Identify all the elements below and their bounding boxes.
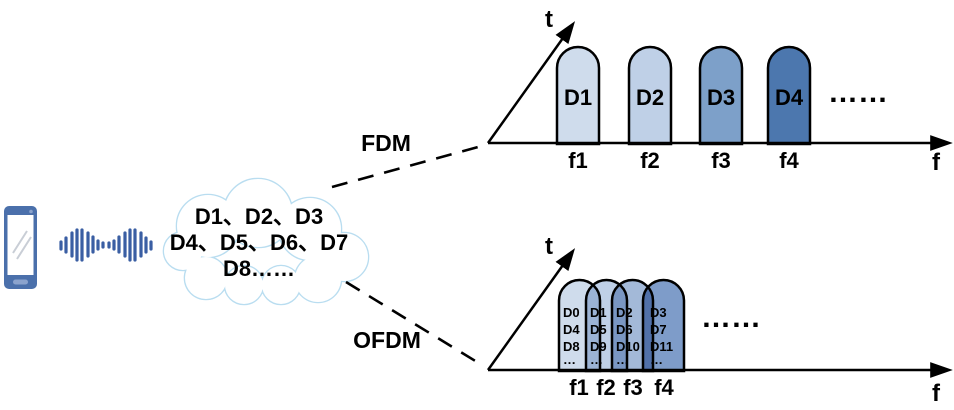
ofdm-bar-4-text: D3 D7 D11 … (650, 305, 673, 367)
cloud-text-line1: D1、D2、D3 (195, 204, 323, 229)
fdm-bar-d3-label: D3 (707, 85, 735, 110)
phone-camera-dot (29, 209, 33, 214)
ofdm-bar2-line1: D1 (590, 305, 607, 320)
ofdm-bar-3-text: D2 D6 D10 … (616, 305, 640, 367)
phone-screen (7, 215, 34, 275)
cloud-fill (164, 179, 368, 304)
ofdm-freq-f4-label: f4 (654, 375, 674, 400)
fdm-frequency-axis-label: f (932, 149, 941, 176)
fdm-chart: D1 D2 D3 D4 t f f1 f2 f3 f4 …… (486, 6, 953, 176)
fdm-bar-d3 (698, 45, 744, 146)
ofdm-bar3-line4: … (616, 352, 629, 367)
ofdm-bar4-line3: D11 (650, 339, 673, 354)
fdm-freq-f3-label: f3 (711, 148, 731, 173)
phone-screen-shine (12, 230, 32, 260)
ofdm-time-axis-label: t (545, 233, 553, 260)
fdm-ellipsis: …… (828, 76, 888, 109)
ofdm-branch-label: OFDM (353, 327, 421, 353)
sound-wave-icon (59, 228, 153, 262)
ofdm-bar2-line3: D9 (590, 339, 607, 354)
ofdm-bar-1-text: D0 D4 D8 … (563, 305, 580, 367)
fdm-freq-f4-label: f4 (779, 148, 799, 173)
data-cloud: D1、D2、D3 D4、D5、D6、D7 D8…… (162, 177, 370, 306)
ofdm-bar1-line2: D4 (563, 322, 580, 337)
fdm-time-axis-label: t (545, 6, 553, 33)
phone-home-button (13, 279, 28, 285)
ofdm-bar4-line1: D3 (650, 305, 667, 320)
fdm-bar-d4-label: D4 (775, 85, 804, 110)
ofdm-bar1-line3: D8 (563, 339, 580, 354)
fdm-bar-d2 (627, 45, 673, 146)
ofdm-bar1-line4: … (563, 352, 576, 367)
fdm-freq-f2-label: f2 (640, 148, 660, 173)
ofdm-bar-2-text: D1 D5 D9 … (590, 305, 607, 367)
ofdm-freq-f3-label: f3 (623, 375, 643, 400)
fdm-branch-label: FDM (361, 130, 411, 156)
ofdm-freq-f1-label: f1 (569, 375, 589, 400)
cloud-text-line2: D4、D5、D6、D7 (170, 230, 349, 255)
fdm-bar-d4 (766, 45, 812, 146)
fdm-bar-d1-label: D1 (564, 85, 592, 110)
ofdm-time-axis (486, 248, 576, 371)
ofdm-bar3-line1: D2 (616, 305, 633, 320)
ofdm-freq-f2-label: f2 (596, 375, 616, 400)
fdm-bar-d2-label: D2 (636, 85, 664, 110)
ofdm-bar4-line4: … (650, 352, 663, 367)
fdm-time-axis (486, 21, 576, 144)
ofdm-ellipsis: …… (701, 301, 761, 334)
fdm-bar-d1 (555, 45, 601, 146)
smartphone-icon (4, 206, 37, 289)
cloud-text-line3: D8…… (223, 256, 295, 281)
ofdm-bar1-line1: D0 (563, 305, 580, 320)
ofdm-chart: D0 D4 D8 … D1 D5 D9 … D2 D6 D10 … D3 D7 … (486, 233, 953, 407)
ofdm-bar4-line2: D7 (650, 322, 667, 337)
ofdm-bar3-line2: D6 (616, 322, 633, 337)
ofdm-bar2-line4: … (590, 352, 603, 367)
ofdm-frequency-axis-label: f (932, 380, 941, 407)
ofdm-bar2-line2: D5 (590, 322, 607, 337)
ofdm-bar-4 (641, 278, 686, 373)
ofdm-bar3-line3: D10 (616, 339, 640, 354)
fdm-freq-f1-label: f1 (568, 148, 588, 173)
